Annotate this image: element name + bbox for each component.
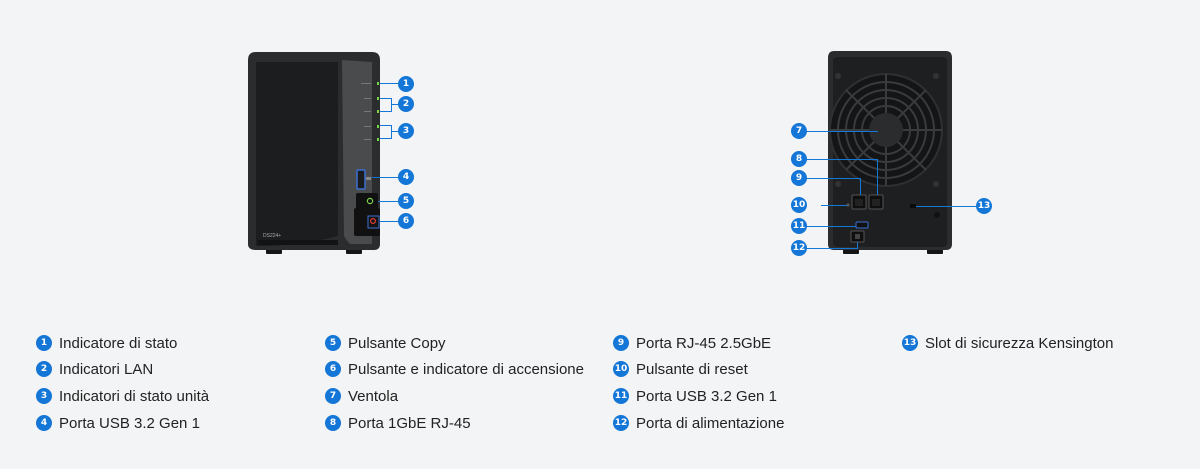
callout-badge-3: 3 — [398, 123, 414, 139]
legend-badge: 13 — [902, 335, 918, 351]
callout-line-3b — [380, 138, 392, 139]
callout-line-13 — [916, 206, 976, 207]
callout-badge-5: 5 — [398, 193, 414, 209]
callout-line-3a — [380, 125, 392, 126]
callout-badge-13: 13 — [976, 198, 992, 214]
legend-label: Indicatori LAN — [59, 360, 154, 378]
callout-line-6 — [380, 221, 398, 222]
legend-badge: 11 — [613, 388, 629, 404]
callout-badge-12: 12 — [791, 240, 807, 256]
callout-line-2h — [391, 104, 399, 105]
rear-usb-port — [855, 221, 869, 229]
callout-badge-6: 6 — [398, 213, 414, 229]
callout-line-11 — [806, 226, 856, 227]
callout-badge-8: 8 — [791, 151, 807, 167]
callout-line-9h — [806, 178, 861, 179]
callout-line-7 — [806, 131, 878, 132]
legend-label: Porta USB 3.2 Gen 1 — [59, 414, 200, 432]
legend-label: Pulsante di reset — [636, 360, 748, 378]
callout-line-1 — [380, 83, 398, 84]
legend-label: Ventola — [348, 387, 399, 405]
callout-badge-10: 10 — [791, 197, 807, 213]
legend-item-13: 13 Slot di sicurezza Kensington — [902, 333, 1113, 353]
legend-label: Porta di alimentazione — [636, 414, 785, 432]
power-button — [354, 208, 380, 236]
front-foot-right — [346, 249, 362, 254]
legend-item-5: 5 Pulsante Copy — [325, 333, 446, 353]
callout-line-5 — [378, 201, 398, 202]
legend-label: Slot di sicurezza Kensington — [925, 334, 1114, 352]
legend-item-11: 11 Porta USB 3.2 Gen 1 — [613, 386, 777, 406]
callout-line-2v — [391, 98, 392, 112]
callout-badge-7: 7 — [791, 123, 807, 139]
legend-badge: 9 — [613, 335, 629, 351]
legend-badge: 7 — [325, 388, 341, 404]
drive-led-1 — [377, 125, 379, 128]
model-label: DS224+ — [263, 233, 281, 239]
callout-line-10 — [821, 205, 847, 206]
callout-line-3h — [391, 131, 399, 132]
legend-item-12: 12 Porta di alimentazione — [613, 413, 784, 433]
legend-item-4: 4 Porta USB 3.2 Gen 1 — [36, 413, 200, 433]
callout-badge-11: 11 — [791, 218, 807, 234]
legend-item-7: 7 Ventola — [325, 386, 398, 406]
lan-led-1 — [377, 97, 379, 100]
legend-badge: 12 — [613, 415, 629, 431]
rear-foot-left — [843, 249, 859, 254]
legend-label: Porta USB 3.2 Gen 1 — [636, 387, 777, 405]
callout-line-12h — [806, 248, 858, 249]
legend-badge: 8 — [325, 415, 341, 431]
rear-foot-right — [927, 249, 943, 254]
legend-item-10: 10 Pulsante di reset — [613, 359, 748, 379]
callout-line-3v — [391, 125, 392, 139]
legend-badge: 4 — [36, 415, 52, 431]
legend-badge: 6 — [325, 361, 341, 377]
legend-item-9: 9 Porta RJ-45 2.5GbE — [613, 333, 771, 353]
legend-badge: 1 — [36, 335, 52, 351]
callout-badge-1: 1 — [398, 76, 414, 92]
legend-item-2: 2 Indicatori LAN — [36, 359, 153, 379]
legend-label: Pulsante Copy — [348, 334, 446, 352]
legend-badge: 10 — [613, 361, 629, 377]
callout-line-12v — [857, 242, 858, 249]
callout-line-9v — [860, 178, 861, 195]
legend-item-6: 6 Pulsante e indicatore di accensione — [325, 359, 584, 379]
front-foot-left — [266, 249, 282, 254]
legend-label: Indicatori di stato unità — [59, 387, 210, 405]
legend-item-1: 1 Indicatore di stato — [36, 333, 177, 353]
callout-badge-9: 9 — [791, 170, 807, 186]
kensington-slot — [910, 204, 916, 208]
callout-line-8v — [877, 159, 878, 195]
legend-item-3: 3 Indicatori di stato unità — [36, 386, 209, 406]
legend-label: Porta 1GbE RJ-45 — [348, 414, 471, 432]
reset-button — [846, 203, 850, 207]
callout-line-8h — [806, 159, 878, 160]
legend-badge: 3 — [36, 388, 52, 404]
front-usb-port — [356, 169, 366, 190]
status-led — [377, 82, 379, 85]
callout-badge-2: 2 — [398, 96, 414, 112]
callout-line-2b — [380, 111, 392, 112]
legend-label: Pulsante e indicatore di accensione — [348, 360, 584, 378]
legend-badge: 2 — [36, 361, 52, 377]
legend-label: Indicatore di stato — [59, 334, 178, 352]
drive-led-2 — [377, 138, 379, 141]
callout-line-2a — [380, 98, 392, 99]
legend-label: Porta RJ-45 2.5GbE — [636, 334, 772, 352]
front-panel — [256, 62, 338, 246]
legend-item-8: 8 Porta 1GbE RJ-45 — [325, 413, 471, 433]
lan-led-2 — [377, 110, 379, 113]
callout-badge-4: 4 — [398, 169, 414, 185]
callout-line-4 — [372, 177, 398, 178]
legend-badge: 5 — [325, 335, 341, 351]
